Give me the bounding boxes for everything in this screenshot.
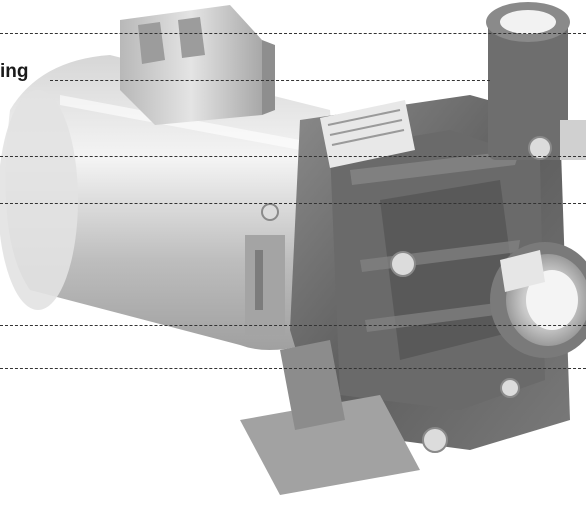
leader-line-6 [0, 368, 586, 369]
discharge-port [486, 2, 586, 160]
leader-line-3 [0, 156, 586, 157]
rear-bracket [245, 235, 285, 335]
leader-line-4 [0, 203, 586, 204]
mounting-foot [240, 340, 420, 495]
suction-port [490, 242, 586, 358]
leader-line-1 [0, 33, 586, 34]
callout-label: ing [0, 61, 29, 82]
capacitor-housing [120, 5, 275, 125]
leader-line-2 [50, 80, 490, 81]
leader-line-5 [0, 325, 586, 326]
housing-bolts [261, 136, 552, 453]
